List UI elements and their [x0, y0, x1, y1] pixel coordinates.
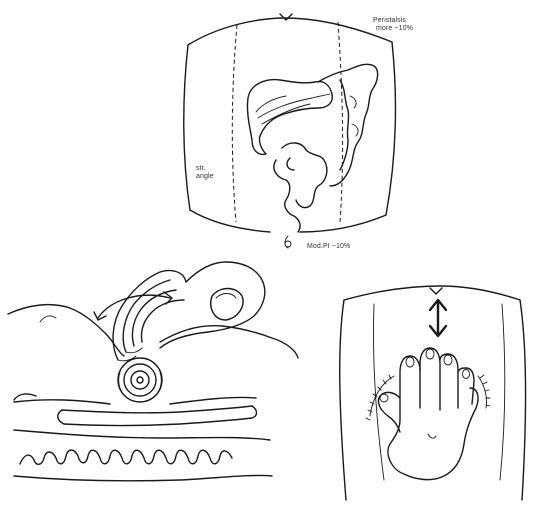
medical-illustration: Peristalsis more ~10% str. angle Mod.PI …	[0, 0, 537, 510]
hand-on-back-drawing	[0, 0, 537, 510]
